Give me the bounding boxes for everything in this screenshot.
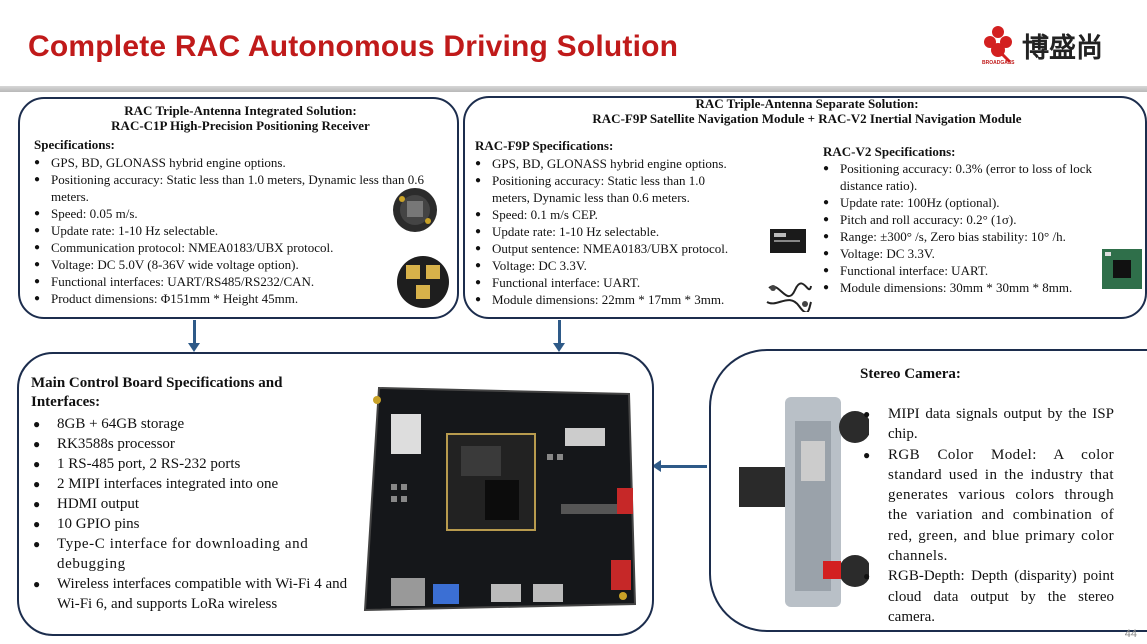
f9p-spec-title: RAC-F9P Specifications: <box>475 138 614 153</box>
list-item: GPS, BD, GLONASS hybrid engine options. <box>475 155 771 172</box>
list-item: 8GB + 64GB storage <box>31 414 353 434</box>
separate-heading-line2: RAC-F9P Satellite Navigation Module + RA… <box>592 111 1022 126</box>
list-item: MIPI data signals output by the ISP chip… <box>861 404 1114 445</box>
v2-module-image <box>1102 249 1142 289</box>
list-item: Pitch and roll accuracy: 0.2° (1σ). <box>823 211 1133 228</box>
list-item: HDMI output <box>31 494 353 514</box>
arrow-down-right <box>553 320 565 352</box>
list-item: Wireless interfaces compatible with Wi-F… <box>31 574 353 614</box>
c1p-heading-line2: RAC-C1P High-Precision Positioning Recei… <box>111 118 370 133</box>
main-board-title: Main Control Board Specifications and In… <box>31 374 282 412</box>
c1p-antenna-image <box>397 256 449 308</box>
list-item: Speed: 0.1 m/s CEP. <box>475 206 771 223</box>
c1p-receiver-image <box>393 188 437 232</box>
page-number: 44 <box>1124 628 1137 640</box>
list-item: RGB-Depth: Depth (disparity) point cloud… <box>861 566 1114 627</box>
page-title: Complete RAC Autonomous Driving Solution <box>28 30 679 63</box>
list-item: Product dimensions: Φ151mm * Height 45mm… <box>34 290 448 307</box>
c1p-spec-title: Specifications: <box>34 137 115 152</box>
list-item: RK3588s processor <box>31 434 353 454</box>
list-item: Functional interfaces: UART/RS485/RS232/… <box>34 273 448 290</box>
list-item: Positioning accuracy: Static less than 1… <box>34 171 448 205</box>
c1p-heading: RAC Triple-Antenna Integrated Solution: … <box>20 103 461 133</box>
main-board-panel: Main Control Board Specifications and In… <box>17 352 654 636</box>
list-item: Update rate: 1-10 Hz selectable. <box>475 223 771 240</box>
company-logo: 博盛尚 BROADGASS <box>980 24 1110 72</box>
f9p-antenna-cables-image <box>766 282 812 312</box>
list-item: Voltage: DC 3.3V. <box>823 245 1133 262</box>
main-board-title-line2: Interfaces: <box>31 394 101 410</box>
list-item: Communication protocol: NMEA0183/UBX pro… <box>34 239 448 256</box>
list-item: Functional interface: UART. <box>475 274 771 291</box>
c1p-receiver-panel: RAC Triple-Antenna Integrated Solution: … <box>18 97 459 319</box>
list-item: Speed: 0.05 m/s. <box>34 205 448 222</box>
list-item: Range: ±300° /s, Zero bias stability: 10… <box>823 228 1133 245</box>
list-item: Positioning accuracy: 0.3% (error to los… <box>823 160 1133 194</box>
separate-heading: RAC Triple-Antenna Separate Solution: RA… <box>465 96 1147 126</box>
stereo-camera-panel: Stereo Camera: MIPI data signals output … <box>709 349 1147 632</box>
f9p-spec-list: GPS, BD, GLONASS hybrid engine options. … <box>475 155 771 308</box>
separate-solution-panel: RAC Triple-Antenna Separate Solution: RA… <box>463 96 1147 319</box>
list-item: Positioning accuracy: Static less than 1… <box>475 172 771 206</box>
list-item: RGB Color Model: A color standard used i… <box>861 445 1114 567</box>
stereo-camera-title: Stereo Camera: <box>860 366 961 382</box>
stereo-camera-spec-list: MIPI data signals output by the ISP chip… <box>861 404 1114 627</box>
list-item: Voltage: DC 5.0V (8-36V wide voltage opt… <box>34 256 448 273</box>
arrow-left <box>652 460 707 472</box>
v2-spec-title: RAC-V2 Specifications: <box>823 144 956 159</box>
stereo-camera-image <box>739 397 869 607</box>
logo-subtext: BROADGASS <box>982 60 1015 66</box>
logo-text: 博盛尚 <box>1022 33 1103 64</box>
main-board-spec-list: 8GB + 64GB storage RK3588s processor 1 R… <box>31 414 353 614</box>
c1p-heading-line1: RAC Triple-Antenna Integrated Solution: <box>124 103 357 118</box>
separate-heading-line1: RAC Triple-Antenna Separate Solution: <box>695 96 919 111</box>
logo-leaf-icon <box>984 26 1012 64</box>
v2-spec-list: Positioning accuracy: 0.3% (error to los… <box>823 160 1133 296</box>
c1p-spec-list: GPS, BD, GLONASS hybrid engine options. … <box>34 154 448 307</box>
list-item: 10 GPIO pins <box>31 514 353 534</box>
main-board-title-line1: Main Control Board Specifications and <box>31 375 283 391</box>
list-item: Module dimensions: 30mm * 30mm * 8mm. <box>823 279 1133 296</box>
list-item: Output sentence: NMEA0183/UBX protocol. <box>475 240 771 257</box>
list-item: Update rate: 1-10 Hz selectable. <box>34 222 448 239</box>
list-item: 2 MIPI interfaces integrated into one <box>31 474 353 494</box>
list-item: 1 RS-485 port, 2 RS-232 ports <box>31 454 353 474</box>
list-item: Functional interface: UART. <box>823 262 1133 279</box>
arrow-down-left <box>188 320 200 352</box>
header-divider <box>0 86 1147 92</box>
list-item: Module dimensions: 22mm * 17mm * 3mm. <box>475 291 771 308</box>
list-item: Type-C interface for downloading and deb… <box>31 534 353 574</box>
list-item: Voltage: DC 3.3V. <box>475 257 771 274</box>
list-item: GPS, BD, GLONASS hybrid engine options. <box>34 154 448 171</box>
main-board-image <box>363 386 637 612</box>
f9p-module-image <box>770 229 806 253</box>
list-item: Update rate: 100Hz (optional). <box>823 194 1133 211</box>
